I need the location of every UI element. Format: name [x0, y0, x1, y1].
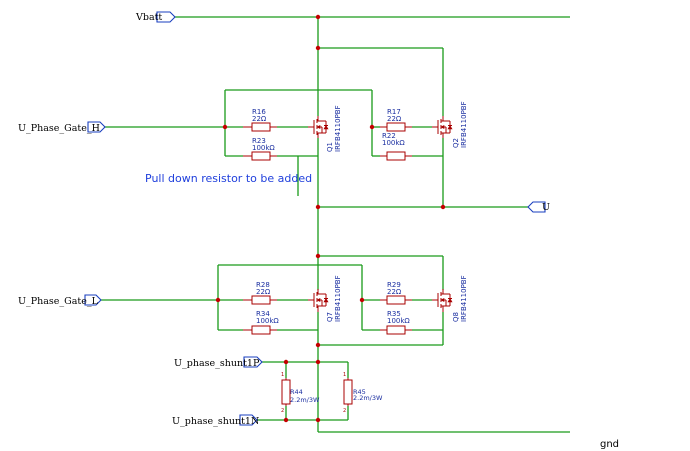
r17-ref: R17: [387, 108, 401, 116]
r16-value: 22Ω: [252, 115, 267, 123]
r16-ref: R16: [252, 108, 266, 116]
resistor-r45[interactable]: 1 2 R45 2.2m/3W: [343, 372, 383, 414]
svg-text:1: 1: [343, 372, 346, 378]
port-u-phase-gate-l[interactable]: U_Phase_Gate_L: [18, 294, 102, 307]
port-u-phase-shunt1p-label: U_phase_shunt1P: [174, 358, 260, 369]
gnd-label: gnd: [600, 439, 619, 450]
port-u-phase-gate-l-label: U_Phase_Gate_L: [18, 296, 99, 307]
resistor-r23[interactable]: R23 100kΩ: [243, 137, 277, 161]
q1-ref: Q1: [326, 142, 334, 152]
r23-value: 100kΩ: [252, 144, 275, 152]
resistor-r17[interactable]: R17 22Ω: [380, 108, 412, 132]
port-u-phase-shunt1n-label: U_phase_shunt1N: [172, 416, 259, 427]
r29-ref: R29: [387, 281, 401, 289]
resistor-r34[interactable]: R34 100kΩ: [243, 310, 279, 335]
resistor-r35[interactable]: R35 100kΩ: [380, 310, 412, 335]
r34-ref: R34: [256, 310, 270, 318]
q1-part: IRFB4110PBF: [334, 105, 342, 152]
q2-ref: Q2: [452, 138, 460, 148]
svg-text:2: 2: [281, 408, 284, 414]
port-vbatt[interactable]: Vbatt: [135, 11, 176, 23]
r45-value: 2.2m/3W: [353, 394, 383, 402]
wires: [90, 16, 570, 433]
port-u-phase-gate-h[interactable]: U_Phase_Gate_H: [18, 121, 106, 134]
port-u-phase-shunt1n[interactable]: U_phase_shunt1N: [172, 414, 259, 427]
resistor-r22[interactable]: R22 100kΩ: [380, 132, 412, 161]
r35-ref: R35: [387, 310, 401, 318]
r17-value: 22Ω: [387, 115, 402, 123]
r22-ref: R22: [382, 132, 396, 140]
q8-part: IRFB4110PBF: [460, 275, 468, 322]
r44-value: 2.2m/3W: [290, 396, 320, 404]
mosfet-q7[interactable]: [308, 289, 329, 312]
r29-value: 22Ω: [387, 288, 402, 296]
r34-value: 100kΩ: [256, 317, 279, 325]
port-u[interactable]: U: [527, 201, 550, 213]
q8-ref: Q8: [452, 312, 460, 322]
mosfet-q1[interactable]: [308, 116, 329, 138]
r45-ref: R45: [353, 388, 366, 396]
q2-part: IRFB4110PBF: [460, 101, 468, 148]
port-u-phase-shunt1p[interactable]: U_phase_shunt1P: [174, 356, 263, 369]
svg-text:2: 2: [343, 408, 346, 414]
r28-value: 22Ω: [256, 288, 271, 296]
r44-ref: R44: [290, 388, 303, 396]
q7-part: IRFB4110PBF: [334, 275, 342, 322]
port-vbatt-label: Vbatt: [135, 12, 162, 23]
r22-value: 100kΩ: [382, 139, 405, 147]
resistor-r28[interactable]: R28 22Ω: [243, 281, 277, 305]
junctions: [215, 14, 446, 423]
r28-ref: R28: [256, 281, 270, 289]
resistor-r29[interactable]: R29 22Ω: [380, 281, 412, 305]
port-u-phase-gate-h-label: U_Phase_Gate_H: [18, 123, 100, 134]
r23-ref: R23: [252, 137, 266, 145]
resistor-r16[interactable]: R16 22Ω: [243, 108, 277, 132]
mosfet-q2[interactable]: [432, 116, 453, 138]
svg-text:1: 1: [281, 372, 284, 378]
resistor-r44[interactable]: 1 2 R44 2.2m/3W: [281, 372, 320, 414]
q7-ref: Q7: [326, 312, 334, 322]
pull-down-note: Pull down resistor to be added: [145, 172, 312, 185]
port-u-label: U: [542, 202, 550, 213]
r35-value: 100kΩ: [387, 317, 410, 325]
mosfet-q8[interactable]: [432, 289, 453, 312]
